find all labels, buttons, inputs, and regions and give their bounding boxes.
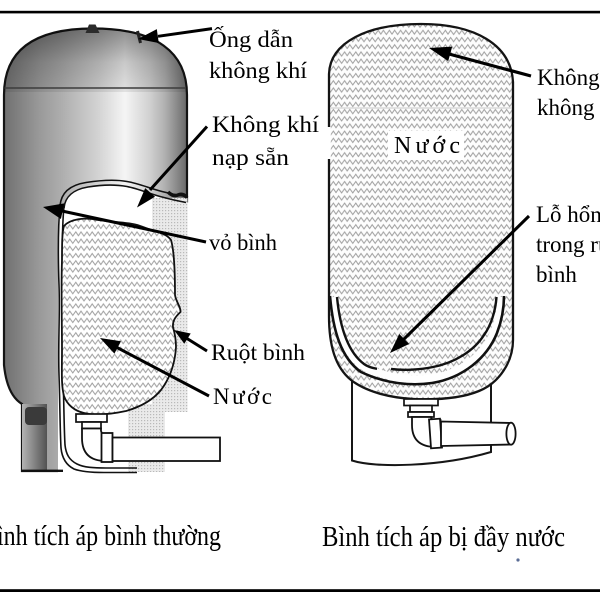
svg-text:trong ruột: trong ruột — [536, 232, 600, 257]
svg-text:không khí: không khí — [537, 95, 600, 120]
svg-text:Nước: Nước — [213, 384, 272, 409]
svg-text:Bình tích áp bình thường: Bình tích áp bình thường — [0, 521, 221, 552]
svg-text:Bình tích áp bị đầy nước: Bình tích áp bị đầy nước — [322, 522, 565, 553]
svg-text:Ống dẫn: Ống dẫn — [209, 26, 294, 52]
svg-text:Ruột bình: Ruột bình — [211, 340, 306, 365]
svg-text:Không còn: Không còn — [537, 65, 600, 90]
svg-text:Nước: Nước — [394, 133, 460, 159]
svg-text:nạp sẵn: nạp sẵn — [212, 145, 290, 170]
svg-text:bình: bình — [536, 262, 577, 287]
svg-text:không khí: không khí — [209, 58, 308, 83]
svg-text:Lỗ hổng: Lỗ hổng — [536, 202, 600, 227]
svg-text:vỏ bình: vỏ bình — [209, 230, 277, 255]
svg-text:Không khí: Không khí — [212, 112, 320, 137]
